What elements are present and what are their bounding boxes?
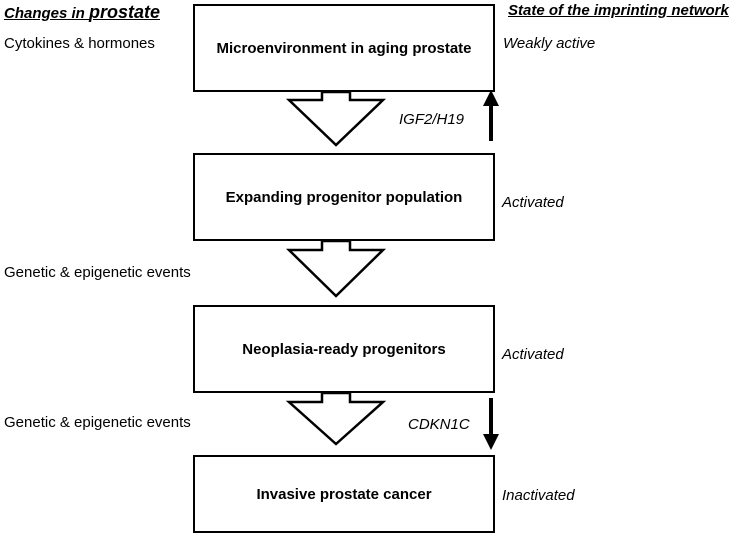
gene-label-cdkn1c: CDKN1C bbox=[408, 416, 470, 433]
left-header-emphasis: prostate bbox=[89, 2, 161, 22]
stage-box-invasive-cancer: Invasive prostate cancer bbox=[193, 455, 495, 533]
left-column-header: Changes in prostate bbox=[4, 2, 160, 23]
note-genetic-epigenetic-events-2: Genetic & epigenetic events bbox=[4, 414, 191, 431]
note-genetic-epigenetic-events-1: Genetic & epigenetic events bbox=[4, 264, 191, 281]
note-cytokines-hormones: Cytokines & hormones bbox=[4, 35, 155, 52]
flow-arrow-1 bbox=[285, 90, 387, 147]
down-arrow-icon bbox=[483, 398, 499, 450]
stage-box-expanding-progenitors: Expanding progenitor population bbox=[193, 153, 495, 241]
left-header-prefix: Changes in bbox=[4, 5, 90, 22]
gene-label-igf2-h19: IGF2/H19 bbox=[399, 111, 465, 128]
flow-arrow-3 bbox=[285, 391, 387, 446]
state-label-weakly-active: Weakly active bbox=[503, 35, 596, 52]
stage-box-neoplasia-ready: Neoplasia-ready progenitors bbox=[193, 305, 495, 393]
state-label-activated-1: Activated bbox=[502, 194, 564, 211]
up-arrow-icon bbox=[483, 90, 499, 141]
state-label-inactivated: Inactivated bbox=[502, 487, 575, 504]
state-label-activated-2: Activated bbox=[502, 346, 564, 363]
right-column-header: State of the imprinting network bbox=[508, 2, 729, 19]
flow-arrow-2 bbox=[285, 239, 387, 298]
